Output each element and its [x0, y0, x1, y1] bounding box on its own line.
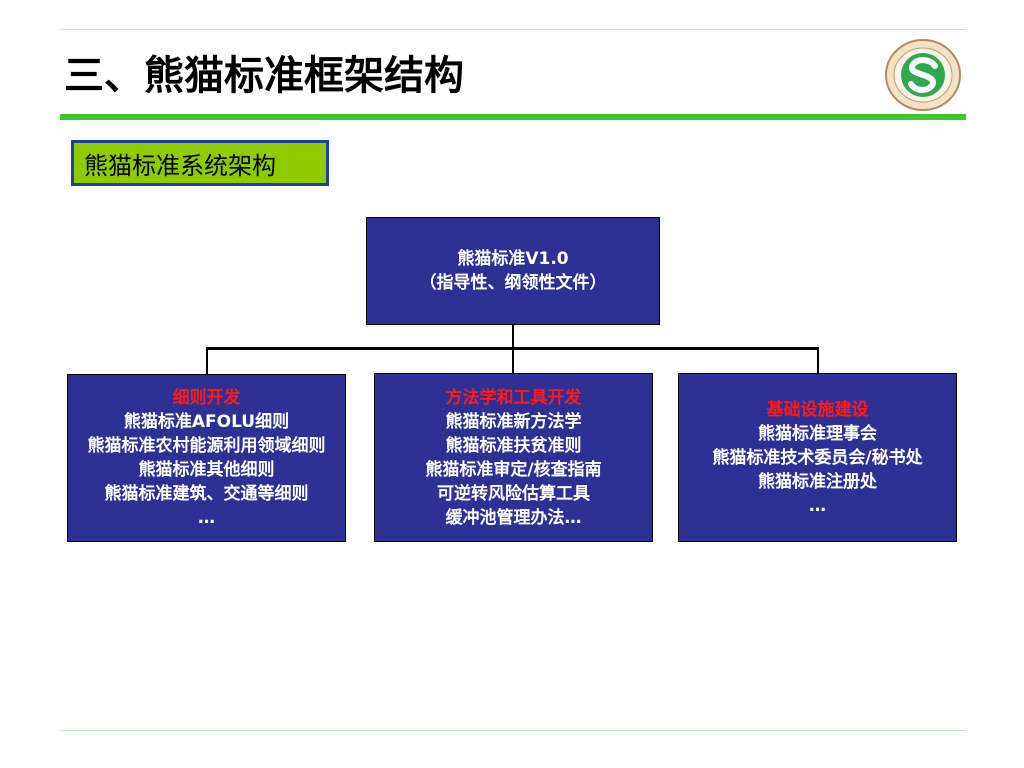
connector-left-branch	[206, 347, 208, 374]
branch-node-infrastructure: 基础设施建设 熊猫标准理事会 熊猫标准技术委员会/秘书处 熊猫标准注册处 …	[678, 373, 957, 542]
branch-heading: 方法学和工具开发	[445, 387, 582, 408]
section-subtitle: 熊猫标准系统架构	[71, 140, 329, 186]
branch-item: 熊猫标准理事会	[758, 423, 877, 444]
logo-emblem-icon	[884, 38, 962, 112]
branch-item: …	[809, 495, 826, 516]
branch-heading: 细则开发	[172, 388, 241, 408]
branch-item: 熊猫标准审定/核查指南	[425, 459, 602, 480]
branch-item: 熊猫标准扶贫准则	[445, 435, 582, 456]
branch-item: 熊猫标准其他细则	[138, 460, 275, 480]
title-underline	[60, 114, 966, 120]
branch-item: 熊猫标准农村能源利用领域细则	[87, 436, 326, 456]
branch-heading: 基础设施建设	[766, 399, 869, 420]
branch-node-rules: 细则开发 熊猫标准AFOLU细则 熊猫标准农村能源利用领域细则 熊猫标准其他细则…	[67, 374, 346, 542]
root-node-note: （指导性、纲领性文件）	[419, 273, 607, 293]
connector-right-branch	[817, 347, 819, 373]
branch-item: 熊猫标准注册处	[758, 471, 877, 492]
root-node: 熊猫标准V1.0 （指导性、纲领性文件）	[366, 217, 660, 325]
page-title: 三、熊猫标准框架结构	[64, 53, 464, 99]
branch-item: 熊猫标准新方法学	[445, 411, 582, 432]
bottom-divider	[60, 730, 966, 731]
branch-item: …	[198, 508, 215, 528]
connector-root-down	[512, 325, 514, 349]
branch-item: 熊猫标准建筑、交通等细则	[104, 484, 309, 504]
branch-node-methodology: 方法学和工具开发 熊猫标准新方法学 熊猫标准扶贫准则 熊猫标准审定/核查指南 可…	[374, 373, 653, 542]
connector-middle-branch	[512, 347, 514, 373]
branch-item: 熊猫标准技术委员会/秘书处	[712, 447, 923, 468]
branch-item: 缓冲池管理办法…	[445, 507, 582, 528]
top-divider	[60, 29, 966, 30]
branch-item: 可逆转风险估算工具	[437, 483, 590, 504]
branch-item: 熊猫标准AFOLU细则	[123, 412, 290, 432]
root-node-title: 熊猫标准V1.0	[457, 249, 569, 269]
